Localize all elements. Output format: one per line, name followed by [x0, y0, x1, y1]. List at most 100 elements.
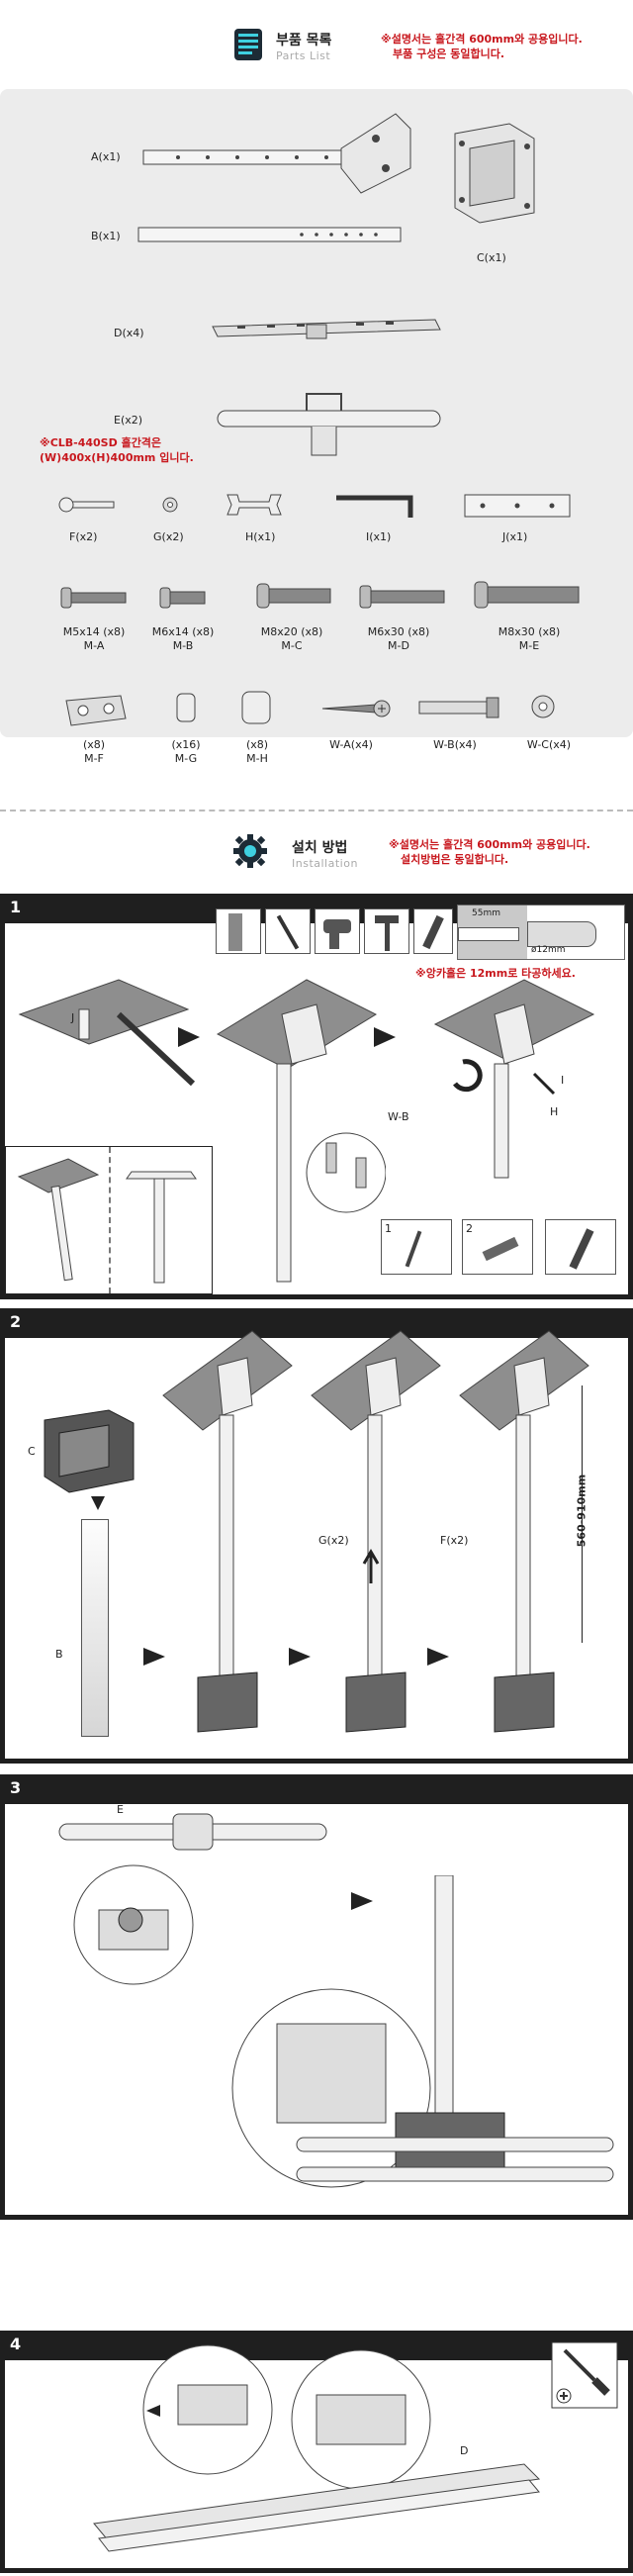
label-h-step1: H: [550, 1105, 559, 1118]
arrow-right-icon-6: [351, 1892, 373, 1910]
step-3-number: 3: [0, 1774, 633, 1804]
parts-subtitle: Parts List: [276, 49, 331, 62]
depth-label: 55mm: [472, 908, 500, 918]
screw-label-ma: M5x14 (x8)M-A: [62, 625, 126, 652]
label-b-step2: B: [55, 1648, 63, 1661]
screw-mc: [256, 583, 331, 609]
label-i-step1: I: [561, 1074, 565, 1087]
part-f: [58, 497, 115, 513]
clb-note: ※CLB-440SD 홀간격은 (W)400x(H)400mm 입니다.: [40, 436, 194, 464]
small-label-mh: (x8)M-H: [245, 738, 269, 765]
gear-icon: [233, 834, 267, 868]
parts-title: 부품 목록: [276, 33, 332, 48]
label-h: H(x1): [245, 530, 276, 543]
arrow-right-icon-4: [289, 1648, 311, 1666]
step-2-number: 2: [0, 1308, 633, 1338]
label-d: D(x4): [114, 327, 144, 339]
ceiling-fasten-illustration: [433, 979, 595, 1179]
screw-label-md: M6x30 (x8)M-D: [367, 625, 430, 652]
step-4-number: 4: [0, 2331, 633, 2360]
part-mh: [241, 691, 271, 724]
substep-boxes: 1 2: [381, 1219, 618, 1275]
inset-mount-types: [5, 1146, 213, 1294]
parts-note: ※설명서는 홀간격 600mm와 공용입니다. 부품 구성은 동일합니다.: [381, 33, 583, 60]
arrow-right-icon-2: [374, 1027, 396, 1047]
label-i: I(x1): [366, 530, 392, 543]
drill-icon: [315, 908, 360, 954]
arrow-left-icon: [146, 2405, 160, 2417]
part-mf: [65, 695, 127, 726]
board-icon: [216, 908, 261, 954]
parts-header: 부품 목록 Parts List ※설명서는 홀간격 600mm와 공용입니다.…: [232, 22, 628, 81]
install-subtitle: Installation: [292, 857, 358, 870]
label-e: E(x2): [114, 414, 143, 427]
label-c-step2: C: [28, 1445, 36, 1458]
screw-label-mc: M8x20 (x8)M-C: [260, 625, 323, 652]
substep-1-label: 1: [385, 1222, 392, 1235]
pole-assembly-stage-1: [162, 1330, 293, 1733]
wrench-tool-icon: [413, 908, 453, 954]
tool-icons-row: [216, 908, 453, 954]
screw-me: [474, 581, 580, 609]
part-b-tube: [81, 1519, 109, 1737]
small-label-wa: W-A(x4): [329, 738, 373, 751]
hammer-icon: [364, 908, 409, 954]
part-a: [142, 113, 411, 194]
ceiling-drill-illustration: [18, 979, 196, 1087]
drill-hole-diagram: 55mm ø12mm: [457, 905, 625, 960]
parts-list-icon: [234, 29, 262, 60]
pole-assembly-stage-2: [311, 1330, 441, 1733]
part-d-crossbar: [93, 2463, 541, 2552]
detail-circle-step3: [73, 1864, 194, 1985]
arrow-right-icon-5: [427, 1648, 449, 1666]
label-g-step2: G(x2): [318, 1534, 349, 1547]
screw-ma: [60, 587, 127, 609]
label-d-step4: D: [460, 2444, 469, 2457]
label-f: F(x2): [69, 530, 98, 543]
ceiling-bracket-illustration: [216, 979, 386, 1283]
part-mg: [176, 693, 196, 722]
part-b: [137, 227, 402, 242]
install-note: ※설명서는 홀간격 600mm와 공용입니다. 설치방법은 동일합니다.: [389, 838, 590, 866]
small-label-wb: W-B(x4): [433, 738, 477, 751]
label-j-step1: J: [71, 1011, 75, 1024]
part-j: [464, 494, 571, 518]
part-wc: [531, 695, 555, 718]
install-header: 설치 방법 Installation ※설명서는 홀간격 600mm와 공용입니…: [232, 831, 628, 891]
part-wa: [321, 700, 391, 717]
anchor-hole-note: ※앙카홀은 12mm로 타공하세요.: [415, 967, 576, 980]
screw-md: [359, 585, 445, 609]
label-j: J(x1): [502, 530, 528, 543]
hex-key-icon: [336, 495, 413, 518]
substep-2-label: 2: [466, 1222, 473, 1235]
small-label-wc: W-C(x4): [526, 738, 572, 751]
arrow-down-icon: [91, 1496, 105, 1510]
part-wb: [418, 697, 499, 718]
part-g: [162, 497, 178, 513]
screw-mb: [159, 587, 206, 609]
pencil-icon: [265, 908, 311, 954]
drill-diameter-label: ø12mm: [531, 945, 566, 955]
section-divider: [0, 810, 633, 811]
arrow-right-icon-3: [143, 1648, 165, 1666]
label-b: B(x1): [91, 230, 121, 242]
label-f-step2: F(x2): [440, 1534, 469, 1547]
small-label-mf: (x8)M-F: [82, 738, 106, 765]
part-e: [217, 393, 441, 456]
part-c: [454, 123, 535, 224]
label-wb-step1: W-B: [388, 1110, 409, 1123]
part-c-assembly: [44, 1409, 135, 1493]
pole-with-arms: [231, 1875, 614, 2188]
screw-label-mb: M6x14 (x8)M-B: [151, 625, 215, 652]
label-g: G(x2): [153, 530, 184, 543]
install-title: 설치 방법: [292, 840, 348, 856]
arrow-right-icon: [178, 1027, 200, 1047]
label-a: A(x1): [91, 150, 121, 163]
step4-detail-circles: [142, 2344, 431, 2490]
pole-assembly-stage-3: [459, 1330, 589, 1733]
part-d: [212, 319, 441, 339]
screw-label-me: M8x30 (x8)M-E: [497, 625, 561, 652]
wrench-icon: [226, 494, 282, 516]
height-range-label: 560-910mm: [575, 1474, 588, 1548]
screwdriver-icon: [551, 2341, 618, 2409]
